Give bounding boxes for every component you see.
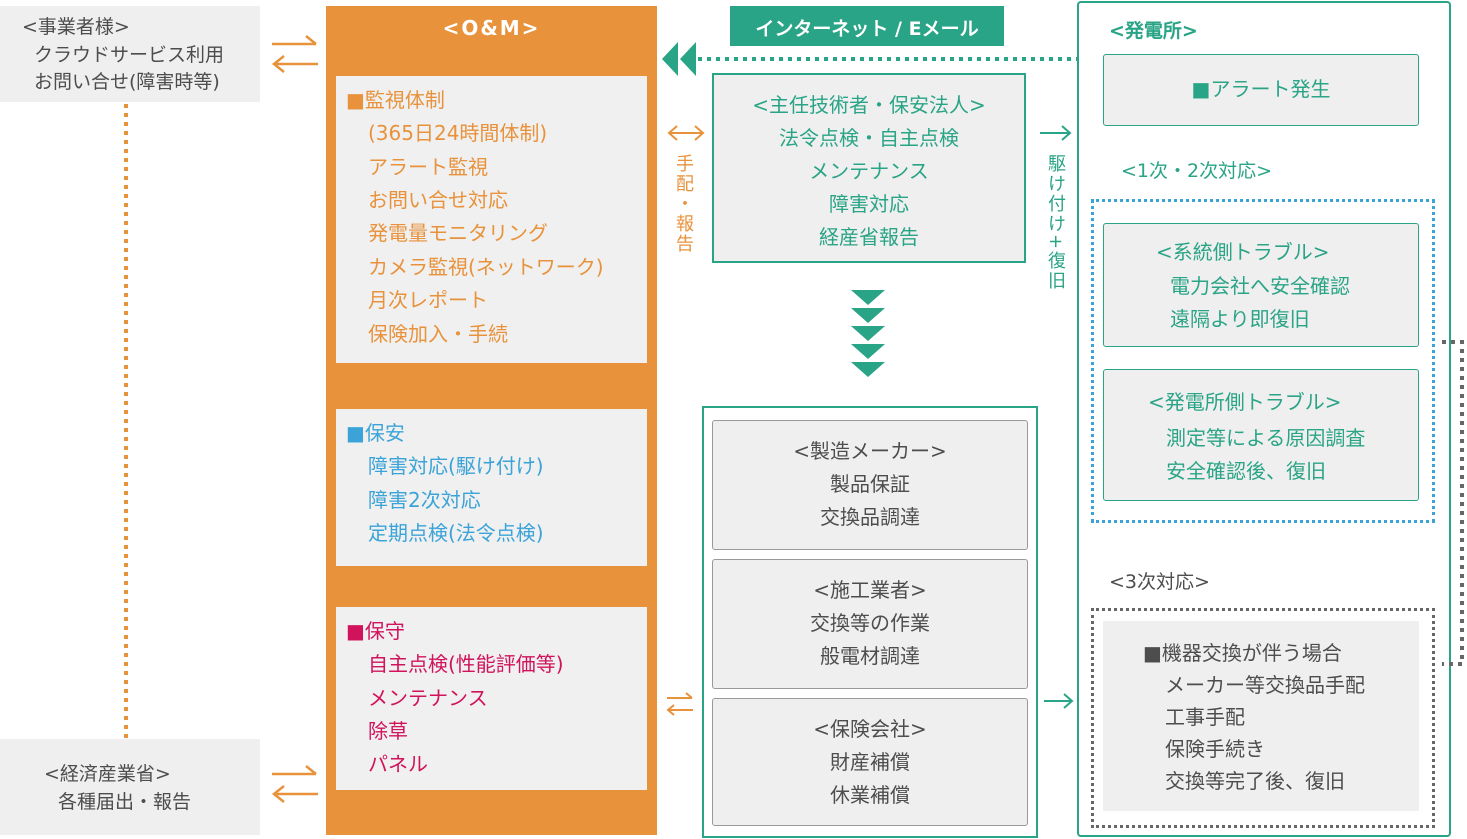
down-chevrons-icon [851,290,885,377]
om-monitor-item: お問い合せ対応 [368,188,508,212]
partner-title: <施工業者> [813,578,927,602]
partner-title: <保険会社> [813,717,927,741]
third-label: <3次対応> [1109,571,1210,593]
plant-column: <発電所> ■アラート発生 <1次・2次対応> <系統側トラブル> 電力会社へ安… [1077,1,1451,837]
partner-contractor-box: <施工業者> 交換等の作業 般電材調達 [712,559,1028,689]
partner-manufacturer-box: <製造メーカー> 製品保証 交換品調達 [712,420,1028,550]
internet-label-box: インターネット / Eメール [730,6,1004,46]
rush-label: 駆け付け+復旧 [1045,154,1066,292]
ministry-title: <経済産業省> [44,763,171,785]
first-second-label: <1次・2次対応> [1121,160,1273,182]
partner-item: 財産補償 [830,750,910,774]
om-maintenance-item: パネル [368,752,428,776]
third-title: ■機器交換が伴う場合 [1143,641,1342,665]
rush-arrow-icon [1040,125,1072,141]
om-monitor-item: 月次レポート [368,288,488,312]
partner-item: 製品保証 [830,472,910,496]
partner-item: 休業補償 [830,783,910,807]
client-box: <事業者様> クラウドサービス利用 お問い合せ(障害時等) [0,6,260,102]
om-partners-arrows [666,692,693,716]
third-item: 交換等完了後、復旧 [1165,769,1345,793]
om-security-item: 障害2次対応 [368,488,481,512]
internet-label: インターネット / Eメール [755,18,979,40]
internet-dotted-line [698,57,1078,61]
third-item: メーカー等交換品手配 [1165,673,1365,697]
chief-item: 経産省報告 [819,225,919,249]
third-item: 工事手配 [1165,705,1245,729]
arrange-arrow-icon [667,125,705,141]
chief-item: 障害対応 [829,192,909,216]
client-om-arrows [271,35,318,73]
om-monitor-item: 保険加入・手続 [368,322,508,346]
ministry-line-1: 各種届出・報告 [58,791,192,813]
arrange-label: 手配・報告 [673,154,694,254]
plant-alert-box: ■アラート発生 [1103,54,1419,126]
om-column: <O&M> ■監視体制 (365日24時間体制) アラート監視 お問い合せ対応 … [326,6,657,835]
om-header: <O&M> [442,16,541,40]
internet-chevron-icon [662,42,696,76]
om-security-title: ■保安 [346,421,405,445]
partner-insurance-box: <保険会社> 財産補償 休業補償 [712,698,1028,826]
client-line-1: クラウドサービス利用 [34,44,225,66]
chief-title: <主任技術者・保安法人> [752,93,986,117]
client-title: <事業者様> [22,16,130,38]
third-item: 保険手続き [1165,737,1265,761]
om-maintenance-item: メンテナンス [368,686,488,710]
partner-item: 交換等の作業 [810,611,930,635]
om-monitor-title: ■監視体制 [346,88,445,112]
plant-trouble-box: <発電所側トラブル> 測定等による原因調査 安全確認後、復旧 [1103,369,1419,501]
grid-trouble-title: <系統側トラブル> [1156,240,1330,264]
chief-item: メンテナンス [809,159,929,183]
plant-trouble-item: 安全確認後、復旧 [1166,459,1326,483]
om-monitor-item: カメラ監視(ネットワーク) [368,255,604,279]
om-maintenance-item: 除草 [368,719,408,743]
ministry-box: <経済産業省> 各種届出・報告 [0,739,260,835]
partner-item: 交換品調達 [820,505,920,529]
plant-header: <発電所> [1109,20,1198,42]
first-second-frame [1091,199,1435,523]
client-line-2: お問い合せ(障害時等) [34,71,220,93]
grid-trouble-item: 遠隔より即復旧 [1170,307,1310,331]
plant-trouble-item: 測定等による原因調査 [1166,426,1366,450]
om-monitor-item: アラート監視 [368,155,488,179]
partners-plant-arrow-icon [1044,693,1074,709]
om-security-item: 定期点検(法令点検) [368,521,544,545]
om-monitor-item: (365日24時間体制) [368,121,548,145]
third-box: ■機器交換が伴う場合 メーカー等交換品手配 工事手配 保険手続き 交換等完了後、… [1103,621,1419,811]
grid-trouble-box: <系統側トラブル> 電力会社へ安全確認 遠隔より即復旧 [1103,223,1419,347]
chief-engineer-box: <主任技術者・保安法人> 法令点検・自主点検 メンテナンス 障害対応 経産省報告 [712,73,1026,263]
client-ministry-connector [124,104,128,738]
om-maintenance-box: ■保守 自主点検(性能評価等) メンテナンス 除草 パネル [336,607,647,790]
om-maintenance-item: 自主点検(性能評価等) [368,652,564,676]
partner-item: 般電材調達 [820,644,920,668]
partner-title: <製造メーカー> [793,439,947,463]
om-security-item: 障害対応(駆け付け) [368,454,544,478]
om-monitor-box: ■監視体制 (365日24時間体制) アラート監視 お問い合せ対応 発電量モニタ… [336,76,647,363]
plant-trouble-title: <発電所側トラブル> [1148,390,1342,414]
ministry-om-arrows [271,765,318,803]
plant-alert: ■アラート発生 [1191,77,1331,101]
right-dotted-bracket [1442,340,1464,666]
chief-item: 法令点検・自主点検 [779,126,959,150]
partners-box: <製造メーカー> 製品保証 交換品調達 <施工業者> 交換等の作業 般電材調達 … [702,406,1038,838]
grid-trouble-item: 電力会社へ安全確認 [1170,274,1350,298]
om-maintenance-title: ■保守 [346,619,405,643]
om-monitor-item: 発電量モニタリング [368,221,548,245]
third-frame [1091,608,1435,828]
om-security-box: ■保安 障害対応(駆け付け) 障害2次対応 定期点検(法令点検) [336,409,647,566]
